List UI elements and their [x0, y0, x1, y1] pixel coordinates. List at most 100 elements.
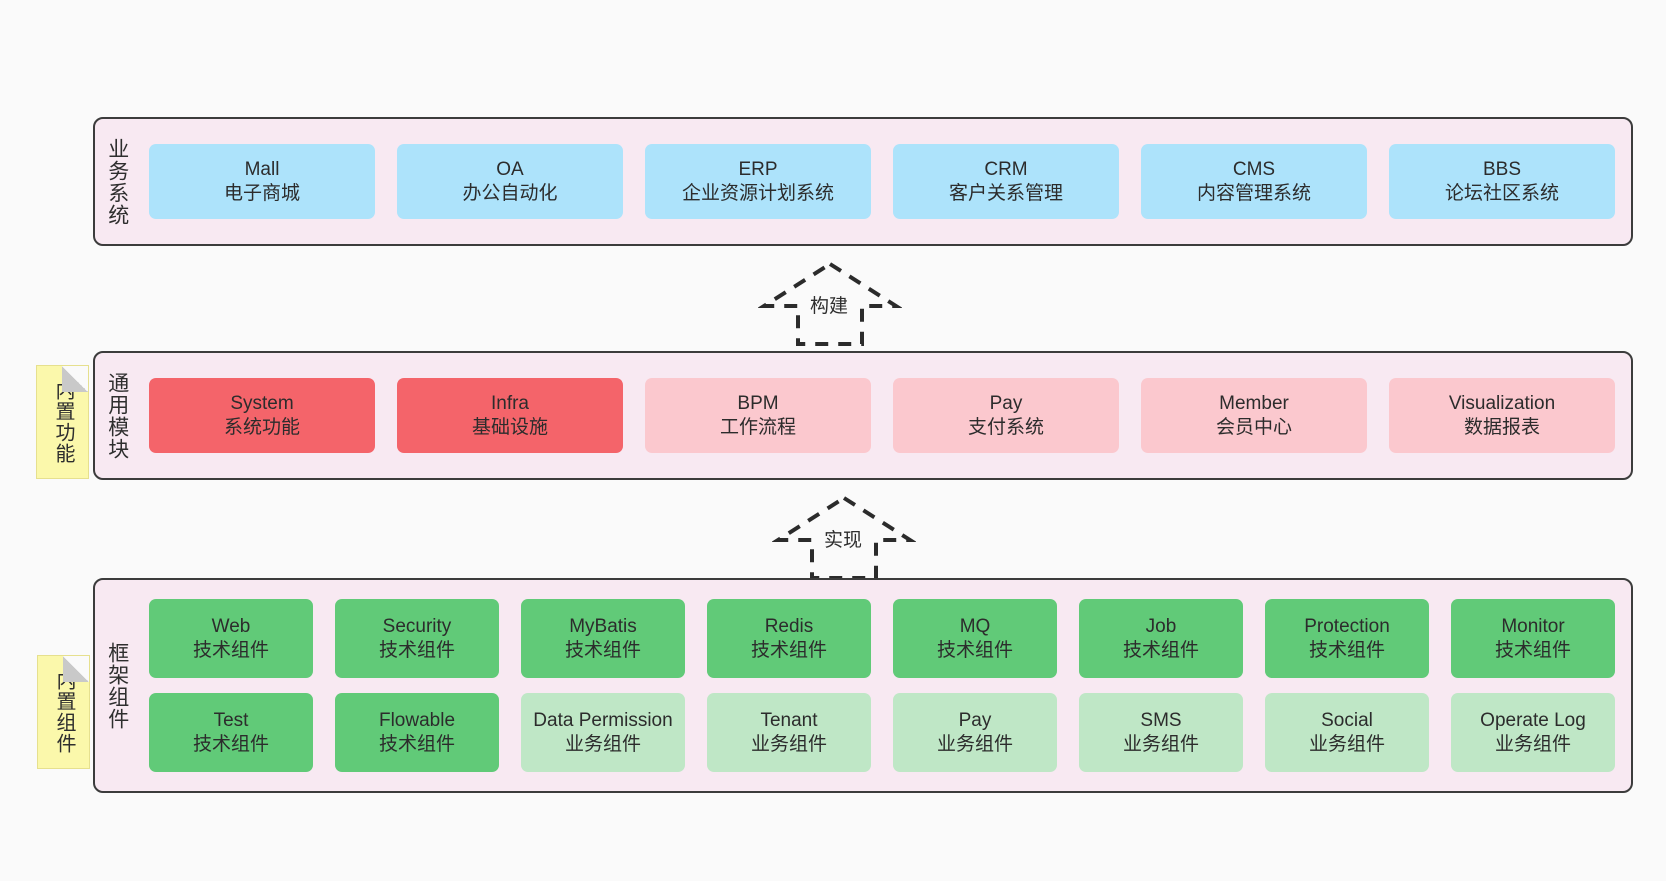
cell-en-label: Test — [213, 710, 249, 732]
list-item[interactable]: MQ 技术组件 — [893, 599, 1057, 678]
cell-cn-label: 业务组件 — [1494, 733, 1571, 755]
list-item[interactable]: Visualization 数据报表 — [1389, 378, 1615, 453]
list-item[interactable]: ERP 企业资源计划系统 — [645, 144, 871, 219]
table-row: Test 技术组件 Flowable 技术组件 Data Permission … — [149, 693, 1615, 772]
cell-en-label: SMS — [1140, 710, 1182, 732]
cell-en-label: Infra — [490, 393, 530, 415]
list-item[interactable]: Member 会员中心 — [1141, 378, 1367, 453]
note-builtin-function-label: 内置功能 — [52, 380, 74, 464]
list-item[interactable]: Infra 基础设施 — [397, 378, 623, 453]
cell-cn-label: 客户关系管理 — [948, 182, 1063, 204]
cell-en-label: Member — [1219, 393, 1289, 415]
cell-cn-label: 支付系统 — [967, 416, 1044, 438]
list-item[interactable]: Job 技术组件 — [1079, 599, 1243, 678]
list-item[interactable]: Pay 业务组件 — [893, 693, 1057, 772]
cell-cn-label: 业务组件 — [750, 733, 827, 755]
cell-cn-label: 办公自动化 — [462, 182, 558, 204]
note-builtin-function: 内置功能 — [36, 365, 89, 479]
cell-en-label: Job — [1145, 616, 1177, 638]
cell-en-label: Visualization — [1448, 393, 1556, 415]
list-item[interactable]: BBS 论坛社区系统 — [1389, 144, 1615, 219]
cell-en-label: Mall — [244, 159, 280, 181]
cell-en-label: Social — [1321, 710, 1373, 732]
cell-cn-label: 业务组件 — [936, 733, 1013, 755]
cell-en-label: Protection — [1304, 616, 1390, 638]
layer-title-framework-component: 框架组件 — [105, 641, 129, 730]
arrow-build-icon — [757, 261, 903, 346]
list-item[interactable]: Monitor 技术组件 — [1451, 599, 1615, 678]
cell-cn-label: 技术组件 — [378, 733, 455, 755]
cell-cn-label: 电子商城 — [223, 182, 300, 204]
list-item[interactable]: Data Permission 业务组件 — [521, 693, 685, 772]
cell-en-label: BPM — [737, 393, 779, 415]
layer-title-business-system: 业务系统 — [105, 137, 129, 226]
cell-en-label: System — [230, 393, 294, 415]
list-item[interactable]: CMS 内容管理系统 — [1141, 144, 1367, 219]
list-item[interactable]: Pay 支付系统 — [893, 378, 1119, 453]
layer-title-common-module: 通用模块 — [105, 371, 129, 460]
cell-cn-label: 技术组件 — [936, 639, 1013, 661]
cell-en-label: Data Permission — [533, 710, 673, 732]
cell-cn-label: 工作流程 — [719, 416, 796, 438]
table-row: System 系统功能 Infra 基础设施 BPM 工作流程 Pay 支付系统… — [149, 378, 1615, 453]
cell-cn-label: 技术组件 — [1122, 639, 1199, 661]
layer-business-system: 业务系统 Mall 电子商城 OA 办公自动化 ERP 企业资源计划系统 CRM… — [93, 117, 1633, 246]
cell-en-label: Pay — [989, 393, 1023, 415]
note-builtin-component: 内置组件 — [37, 655, 90, 769]
note-builtin-component-label: 内置组件 — [53, 670, 75, 754]
cell-cn-label: 技术组件 — [192, 639, 269, 661]
cell-en-label: Pay — [958, 710, 992, 732]
list-item[interactable]: Mall 电子商城 — [149, 144, 375, 219]
arrow-build: 构建 — [757, 258, 903, 348]
list-item[interactable]: MyBatis 技术组件 — [521, 599, 685, 678]
cell-cn-label: 内容管理系统 — [1196, 182, 1311, 204]
cell-en-label: MyBatis — [569, 616, 637, 638]
cell-en-label: Security — [382, 616, 452, 638]
list-item[interactable]: Operate Log 业务组件 — [1451, 693, 1615, 772]
list-item[interactable]: Redis 技术组件 — [707, 599, 871, 678]
cell-cn-label: 技术组件 — [192, 733, 269, 755]
cell-en-label: Web — [211, 616, 251, 638]
cell-en-label: CRM — [984, 159, 1028, 181]
cell-cn-label: 业务组件 — [1122, 733, 1199, 755]
list-item[interactable]: BPM 工作流程 — [645, 378, 871, 453]
cell-cn-label: 企业资源计划系统 — [681, 182, 834, 204]
list-item[interactable]: Security 技术组件 — [335, 599, 499, 678]
table-row: Web 技术组件 Security 技术组件 MyBatis 技术组件 Redi… — [149, 599, 1615, 678]
cell-en-label: CMS — [1232, 159, 1276, 181]
list-item[interactable]: SMS 业务组件 — [1079, 693, 1243, 772]
cell-cn-label: 论坛社区系统 — [1444, 182, 1559, 204]
list-item[interactable]: CRM 客户关系管理 — [893, 144, 1119, 219]
list-item[interactable]: OA 办公自动化 — [397, 144, 623, 219]
cell-en-label: Flowable — [378, 710, 456, 732]
arrow-implement: 实现 — [771, 492, 917, 582]
cell-en-label: OA — [496, 159, 524, 181]
cell-en-label: Redis — [764, 616, 814, 638]
list-item[interactable]: Social 业务组件 — [1265, 693, 1429, 772]
cell-cn-label: 业务组件 — [1308, 733, 1385, 755]
cell-en-label: Monitor — [1501, 616, 1565, 638]
arrow-build-label: 构建 — [810, 296, 849, 317]
layer-common-module: 通用模块 System 系统功能 Infra 基础设施 BPM 工作流程 Pay… — [93, 351, 1633, 480]
cell-en-label: Tenant — [760, 710, 818, 732]
list-item[interactable]: Test 技术组件 — [149, 693, 313, 772]
cell-cn-label: 技术组件 — [1494, 639, 1571, 661]
arrow-implement-icon — [771, 495, 917, 580]
list-item[interactable]: Protection 技术组件 — [1265, 599, 1429, 678]
cell-cn-label: 技术组件 — [1308, 639, 1385, 661]
cell-en-label: BBS — [1482, 159, 1522, 181]
layer-body-business-system: Mall 电子商城 OA 办公自动化 ERP 企业资源计划系统 CRM 客户关系… — [139, 119, 1631, 244]
list-item[interactable]: Web 技术组件 — [149, 599, 313, 678]
list-item[interactable]: Flowable 技术组件 — [335, 693, 499, 772]
cell-en-label: ERP — [738, 159, 778, 181]
layer-body-common-module: System 系统功能 Infra 基础设施 BPM 工作流程 Pay 支付系统… — [139, 353, 1631, 478]
arrow-implement-label: 实现 — [824, 530, 863, 551]
layer-framework-component: 框架组件 Web 技术组件 Security 技术组件 MyBatis 技术组件… — [93, 578, 1633, 793]
layer-body-framework-component: Web 技术组件 Security 技术组件 MyBatis 技术组件 Redi… — [139, 580, 1631, 791]
cell-en-label: Operate Log — [1480, 710, 1586, 732]
list-item[interactable]: Tenant 业务组件 — [707, 693, 871, 772]
list-item[interactable]: System 系统功能 — [149, 378, 375, 453]
cell-cn-label: 数据报表 — [1463, 416, 1540, 438]
table-row: Mall 电子商城 OA 办公自动化 ERP 企业资源计划系统 CRM 客户关系… — [149, 144, 1615, 219]
cell-en-label: MQ — [959, 616, 991, 638]
